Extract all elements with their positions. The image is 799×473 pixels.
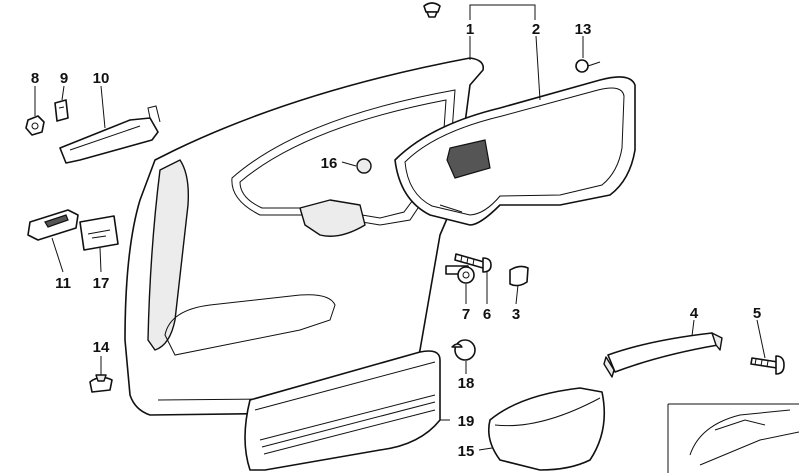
push-clip-14 [89,374,113,393]
callout-13: 13 [575,21,592,38]
callout-3: 3 [512,306,520,323]
cap-3 [509,265,529,287]
callout-7: 7 [462,306,470,323]
callout-9: 9 [60,70,68,87]
callout-2: 2 [532,21,540,38]
callout-19: 19 [458,413,475,430]
callout-17: 17 [93,275,110,292]
callout-4: 4 [690,305,699,322]
callout-6: 6 [483,306,491,323]
clip-9 [54,99,69,122]
grommet-13 [575,59,601,73]
cap-18 [451,339,476,361]
leader-lines [34,35,766,451]
callout-5: 5 [753,305,761,322]
callout-1: 1 [466,21,474,38]
callout-18: 18 [458,375,475,392]
callout-16: 16 [321,155,338,172]
callout-labels: 1 2 3 4 5 6 7 8 9 10 11 13 14 15 16 17 1… [31,21,761,460]
nut-8 [25,115,45,136]
bolt-7 [445,265,475,284]
grip-handle-4 [603,332,723,378]
map-pocket-19 [244,350,441,471]
armrest-insert [394,76,636,226]
leader-bracket-1-2 [469,4,536,20]
top-clip [423,2,441,18]
callout-11: 11 [55,275,71,292]
callout-8: 8 [31,70,39,87]
screw-6 [454,253,492,273]
car-thumbnail [667,403,799,473]
speaker-cover-15 [487,387,606,471]
switch-housing-11 [27,209,79,241]
bracket-10 [59,105,161,164]
switch-cover-17 [79,215,119,251]
screw-5 [750,355,785,375]
callout-10: 10 [93,70,110,87]
callout-15: 15 [458,443,475,460]
callout-14: 14 [93,339,110,356]
